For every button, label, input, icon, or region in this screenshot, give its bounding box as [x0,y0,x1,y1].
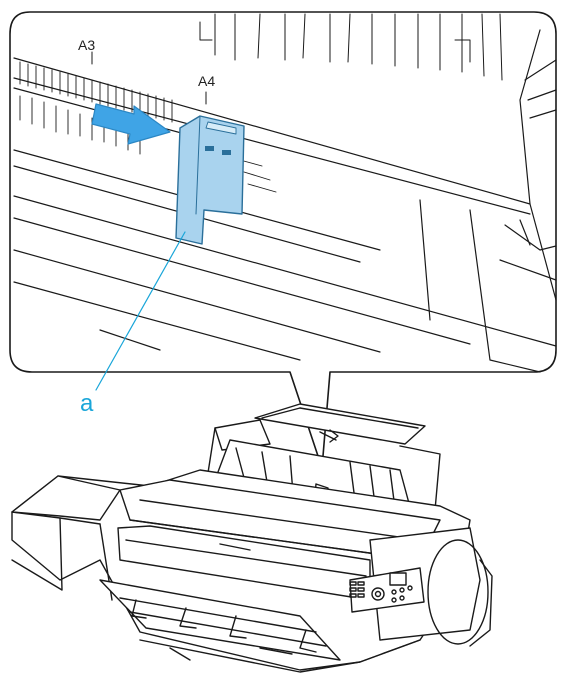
back-ribs [199,13,503,81]
detail-panel [9,11,557,469]
printer-illustration [11,403,493,673]
label-a3: A3 [78,37,96,53]
right-tray [419,29,557,373]
label-a4: A4 [198,73,216,89]
rail-teeth [19,61,277,193]
paper-guide-a [175,115,245,245]
callout-line-a [95,231,186,391]
arrow-right-icon [91,103,171,145]
label-a: a [80,390,94,417]
